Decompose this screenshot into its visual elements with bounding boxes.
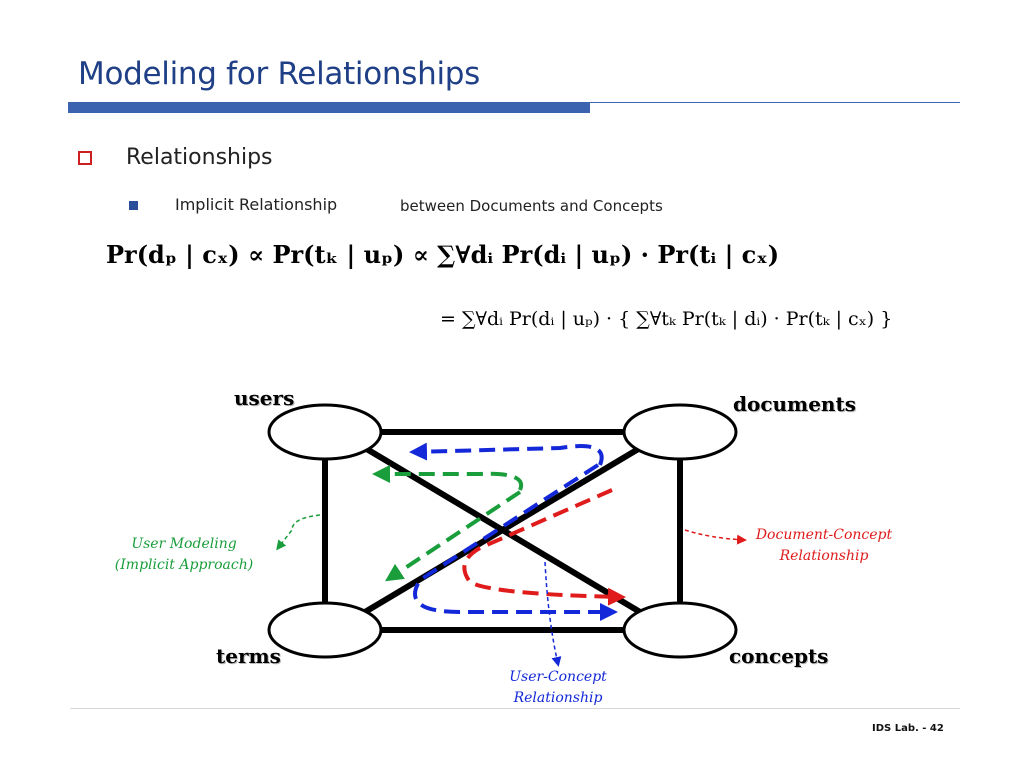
user-modeling-arrow-top xyxy=(372,465,524,491)
user-concept-arrow-bottom xyxy=(413,463,618,621)
document-concept-note-line2: Relationship xyxy=(779,548,869,564)
user-modeling-note-line1: User Modeling xyxy=(131,536,237,552)
bullet-implicit-relationship: Implicit Relationship xyxy=(175,195,338,214)
equation-line-2: = ∑∀dᵢ Pr(dᵢ | uₚ) · { ∑∀tₖ Pr(tₖ | dᵢ) … xyxy=(440,308,893,330)
users-label: users xyxy=(234,386,295,410)
terms-node xyxy=(267,601,383,659)
filled-square-bullet-icon xyxy=(129,201,138,210)
concepts-node xyxy=(622,601,738,659)
title-underline-line xyxy=(590,102,960,103)
equation-line-1: Pr(dₚ | cₓ) ∝ Pr(tₖ | uₚ) ∝ ∑∀dᵢ Pr(dᵢ |… xyxy=(106,240,780,269)
user-modeling-pointer xyxy=(276,514,321,551)
documents-node xyxy=(622,403,738,461)
page-title: Modeling for Relationships xyxy=(78,56,480,92)
user-concept-note: User-Concept Relationship xyxy=(486,667,630,709)
footer-page-number: IDS Lab. - 42 xyxy=(872,723,944,734)
bullet-implicit-relationship-detail: between Documents and Concepts xyxy=(400,197,663,215)
footer-divider xyxy=(70,708,960,709)
user-concept-note-line1: User-Concept xyxy=(509,669,607,685)
edge-terms-documents xyxy=(363,445,642,615)
document-concept-note: Document-Concept Relationship xyxy=(738,525,910,567)
document-concept-note-line1: Document-Concept xyxy=(755,527,893,543)
title-underline-bar xyxy=(68,102,590,113)
bullet-relationships: Relationships xyxy=(126,145,273,170)
user-modeling-note-line2: (Implicit Approach) xyxy=(114,557,254,573)
document-concept-pointer xyxy=(684,529,747,545)
user-concept-arrow-top xyxy=(409,442,604,466)
user-modeling-arrow-bottom xyxy=(384,490,522,582)
documents-label: documents xyxy=(733,392,856,416)
document-concept-arrow xyxy=(462,488,626,606)
user-modeling-note: User Modeling (Implicit Approach) xyxy=(96,534,272,576)
graph-edges xyxy=(322,429,683,633)
user-concept-pointer xyxy=(544,561,562,667)
user-concept-note-line2: Relationship xyxy=(513,690,603,706)
terms-label: terms xyxy=(216,644,281,668)
concepts-label: concepts xyxy=(729,644,829,668)
hollow-square-bullet-icon xyxy=(78,151,92,165)
users-node xyxy=(267,403,383,461)
